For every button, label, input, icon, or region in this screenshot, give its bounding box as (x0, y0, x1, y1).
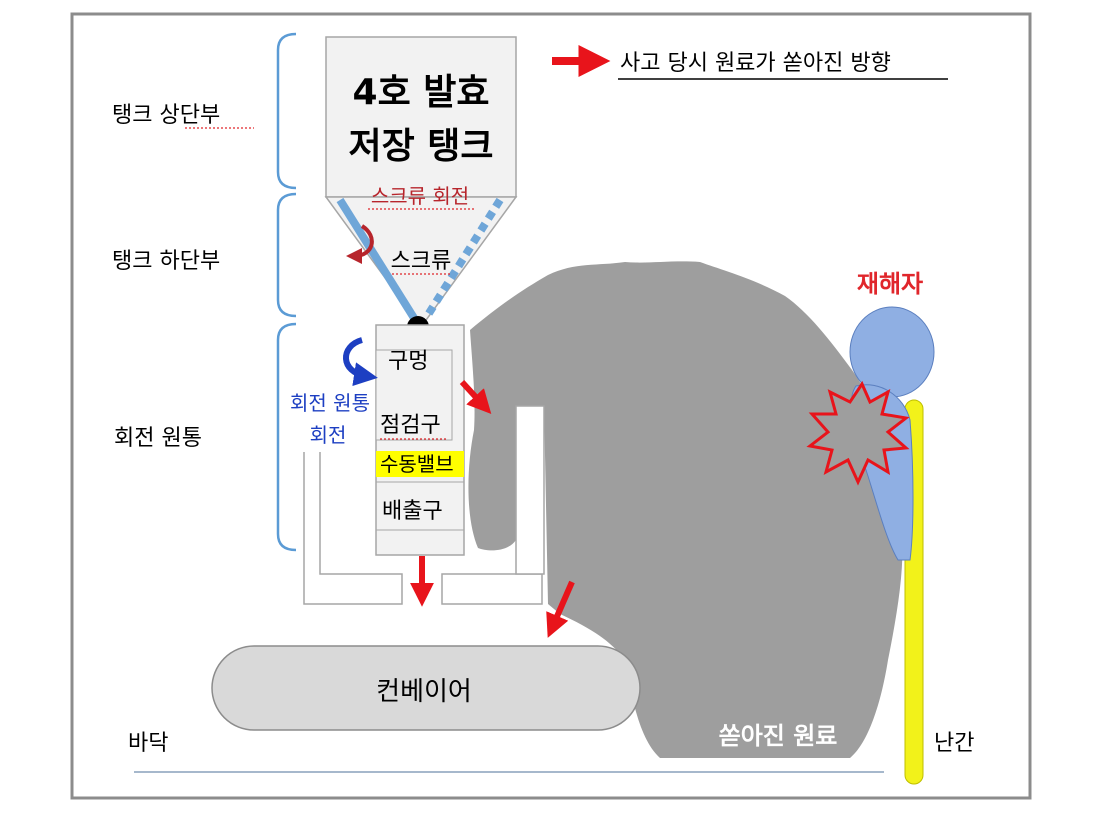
tank-title-line2: 저장 탱크 (348, 126, 493, 167)
label-railing: 난간 (934, 731, 974, 756)
bracket-tank-lower (276, 192, 297, 318)
label-screw-rotation: 스크류 회전 (371, 184, 469, 208)
bracket-tank-upper (276, 32, 297, 190)
chute-post-right (515, 405, 545, 575)
impact-burst-icon (806, 380, 910, 486)
screw-right-dashed (422, 197, 504, 321)
label-hole: 구멍 (388, 349, 428, 374)
spilled-material (468, 261, 903, 758)
label-drum-rotation-2: 회전 (310, 423, 347, 447)
label-outlet: 배출구 (382, 499, 443, 524)
label-inspection-port: 점검구 (380, 413, 441, 438)
screw-left (336, 197, 418, 321)
bracket-drum (276, 322, 297, 552)
manual-valve-highlight (376, 451, 464, 477)
conveyor-belt (211, 645, 641, 731)
spill-arrow-conveyor (546, 580, 575, 638)
label-floor: 바닥 (128, 731, 168, 756)
drum-rotation-arrow-icon (343, 337, 378, 387)
section-label-tank-upper: 탱크 상단부 (112, 103, 220, 128)
tank-title-line1: 4호 발효 (353, 72, 490, 113)
label-spilled: 쏟아진 원료 (719, 722, 838, 750)
label-drum-rotation-1: 회전 원통 (290, 391, 370, 415)
label-screw: 스크류 (391, 249, 452, 274)
section-label-tank-lower: 탱크 하단부 (112, 249, 220, 274)
drum-inner-top (375, 349, 453, 441)
label-manual-valve: 수동밸브 (380, 452, 454, 476)
chute-wall-left (303, 452, 403, 605)
label-conveyor: 컨베이어 (376, 677, 472, 707)
chute-base-right (441, 573, 543, 605)
screw-rotation-arrow-icon (346, 224, 374, 264)
section-label-drum: 회전 원통 (114, 426, 202, 451)
label-victim: 재해자 (857, 270, 923, 298)
tank-funnel (324, 196, 518, 329)
tank-body (325, 36, 517, 198)
spill-arrow-inspection (459, 379, 492, 414)
legend-text: 사고 당시 원료가 쏟아진 방향 (620, 51, 891, 76)
